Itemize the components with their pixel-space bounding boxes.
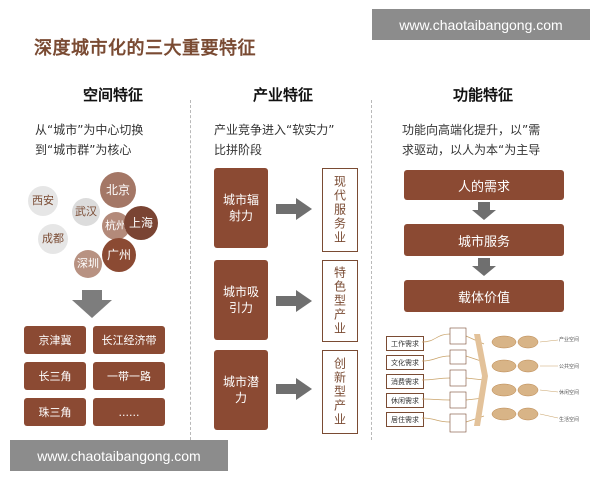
city-circle-shanghai: 上海 — [124, 206, 158, 240]
space-label: 产业空间 — [559, 337, 580, 343]
space-label: 休闲空间 — [559, 390, 580, 396]
industry-left-box: 城市辐射力 — [214, 168, 268, 248]
city-circle-shenzhen: 深圳 — [74, 250, 102, 278]
watermark-bottom: www.chaotaibangong.com — [10, 440, 228, 471]
industry-right-box: 现代服务业 — [322, 168, 358, 252]
industry-right-box: 创新型产业 — [322, 350, 358, 434]
space-label: 生活空间 — [559, 417, 580, 423]
city-circle-xian: 西安 — [28, 186, 58, 216]
industry-description: 产业竞争进入“软实力” 比拼阶段 — [214, 123, 335, 157]
column-title-industry: 产业特征 — [252, 86, 313, 104]
down-arrow-icon — [472, 202, 496, 220]
flow-box-carrier-value: 载体价值 — [404, 280, 564, 312]
function-description: 功能向高端化提升，以”需 求驱动，以人为本“为主导 — [402, 123, 541, 157]
need-item: 居住需求 — [386, 412, 424, 427]
region-box-belt-road: 一带一路 — [93, 362, 165, 390]
city-circle-chengdu: 成都 — [38, 224, 68, 254]
right-arrow-icon — [276, 290, 312, 312]
region-box-jingjinji: 京津冀 — [24, 326, 86, 354]
need-item: 休闲需求 — [386, 393, 424, 408]
column-title-function: 功能特征 — [452, 86, 513, 104]
city-circle-wuhan: 武汉 — [72, 198, 100, 226]
industry-right-box: 特色型产业 — [322, 260, 358, 342]
city-circle-guangzhou: 广州 — [102, 238, 136, 272]
need-item: 消费需求 — [386, 374, 424, 389]
column-divider — [190, 100, 191, 440]
region-box-yangtze-delta: 长三角 — [24, 362, 86, 390]
region-box-yangtze-belt: 长江经济带 — [93, 326, 165, 354]
industry-left-box: 城市潜力 — [214, 350, 268, 430]
spatial-description: 从“城市”为中心切换 到“城市群”为核心 — [35, 123, 144, 157]
flow-box-city-services: 城市服务 — [404, 224, 564, 256]
industry-left-box: 城市吸引力 — [214, 260, 268, 340]
flow-box-human-needs: 人的需求 — [404, 170, 564, 200]
space-label: 公共空间 — [559, 364, 580, 370]
watermark-top: www.chaotaibangong.com — [372, 9, 590, 40]
mini-connector-lines — [422, 327, 559, 433]
page-title: 深度城市化的三大重要特征 — [34, 38, 256, 59]
region-box-pearl-delta: 珠三角 — [24, 398, 86, 426]
right-arrow-icon — [276, 378, 312, 400]
column-title-spatial: 空间特征 — [82, 86, 143, 104]
region-box-more: ...... — [93, 398, 165, 426]
down-arrow-icon — [72, 290, 112, 318]
column-divider — [371, 100, 372, 440]
city-circle-beijing: 北京 — [100, 172, 136, 208]
down-arrow-icon — [472, 258, 496, 276]
needs-spaces-mini-diagram: 工作需求 文化需求 消费需求 休闲需求 居住需求 产业空间 公共空间 休 — [386, 326, 592, 442]
need-item: 工作需求 — [386, 336, 424, 351]
need-item: 文化需求 — [386, 355, 424, 370]
right-arrow-icon — [276, 198, 312, 220]
